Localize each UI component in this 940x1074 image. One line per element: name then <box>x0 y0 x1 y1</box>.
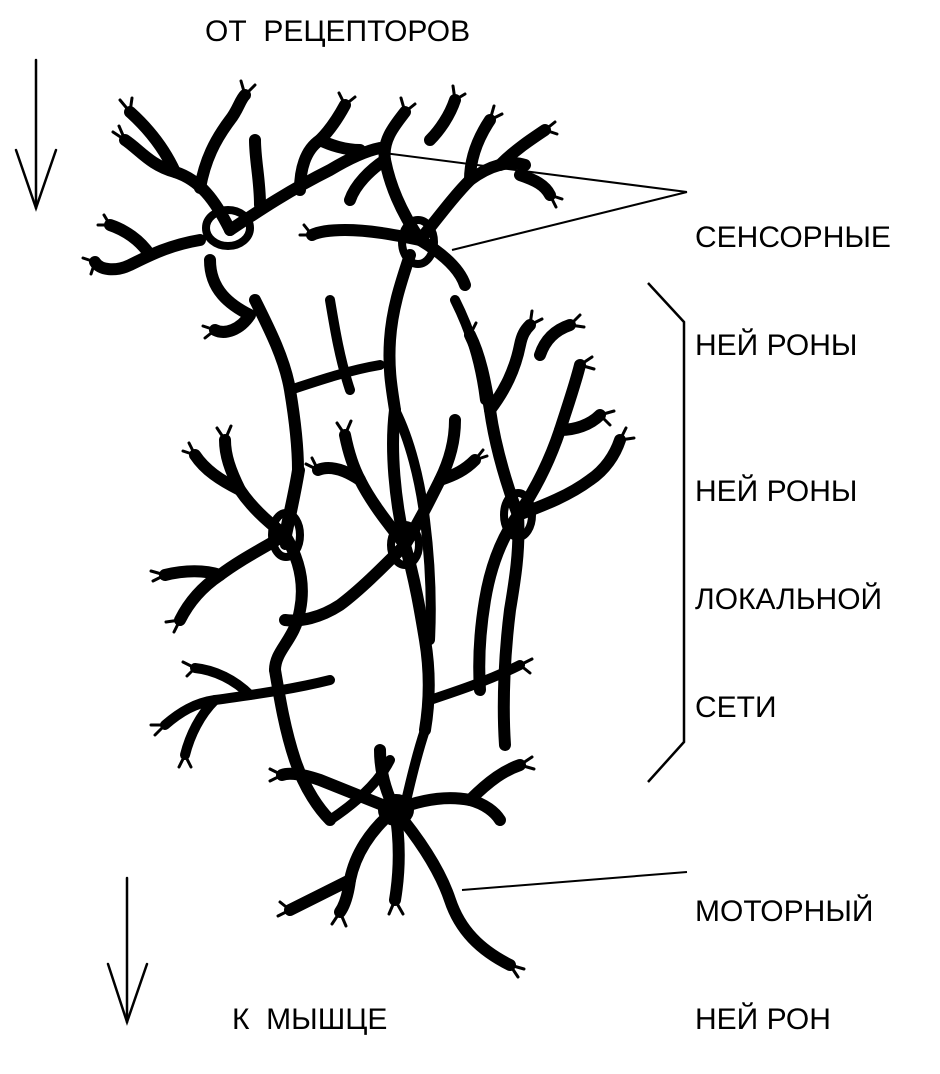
local-label-line-3: СЕТИ <box>695 690 882 726</box>
sensory-label-line-1: СЕНСОРНЫЕ <box>695 220 891 256</box>
motor-neuron-label: МОТОРНЫЙ НЕЙ РОН <box>695 822 873 1074</box>
local-label-line-2: ЛОКАЛЬНОЙ <box>695 582 882 618</box>
local-label-line-1: НЕЙ РОНЫ <box>695 474 882 510</box>
sensory-neurons-label: СЕНСОРНЫЕ НЕЙ РОНЫ <box>695 148 891 400</box>
motor-label-line-1: МОТОРНЫЙ <box>695 894 873 930</box>
input-label: ОТ РЕЦЕПТОРОВ <box>205 14 470 50</box>
local-network-bracket <box>648 283 684 782</box>
motor-neuron <box>282 750 520 965</box>
local-network-label: НЕЙ РОНЫ ЛОКАЛЬНОЙ СЕТИ <box>695 402 882 762</box>
sensory-label-line-2: НЕЙ РОНЫ <box>695 328 891 364</box>
input-arrow <box>16 60 56 208</box>
output-arrow <box>108 878 147 1022</box>
output-label: К МЫШЦЕ <box>232 1002 387 1038</box>
sensory-neuron-left <box>95 95 380 470</box>
neurons <box>83 81 634 977</box>
motor-label-line-2: НЕЙ РОН <box>695 1002 873 1038</box>
motor-pointer-line <box>462 872 687 890</box>
motor-neuron-nucleus <box>380 796 412 824</box>
